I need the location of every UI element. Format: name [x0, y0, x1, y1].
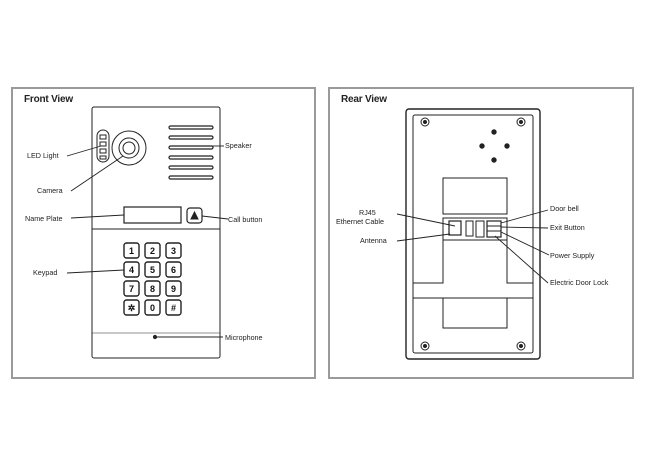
terminal-block [486, 220, 502, 238]
keypad-key[interactable]: 1 [123, 242, 140, 259]
mounting-holes [479, 129, 510, 163]
keypad-key-label: 9 [171, 284, 176, 294]
keypad-key[interactable]: 5 [144, 261, 161, 278]
keypad-key[interactable]: 4 [123, 261, 140, 278]
front-housing [91, 106, 221, 359]
keypad-key-label: 7 [129, 284, 134, 294]
label-ethernet-cable: Ethernet Cable [336, 217, 384, 226]
microphone-hole [152, 334, 158, 340]
rear-window [442, 177, 508, 215]
label-power-supply: Power Supply [550, 251, 595, 260]
label-keypad: Keypad [33, 268, 57, 277]
keypad-key[interactable]: 0 [144, 299, 161, 316]
label-electric-door-lock: Electric Door Lock [550, 278, 609, 287]
camera-lens-outer [111, 130, 147, 166]
keypad-key-label: 0 [150, 303, 155, 313]
keypad-key-label: 3 [171, 246, 176, 256]
label-door-bell: Door bell [550, 204, 579, 213]
label-speaker: Speaker [225, 141, 252, 150]
camera-lens-inner [122, 141, 136, 155]
lower-bracket [413, 239, 533, 284]
label-exit-button: Exit Button [550, 223, 585, 232]
keypad-key-frame [144, 299, 161, 316]
rear-view-panel: Rear View [328, 87, 634, 379]
keypad-key-frame [165, 299, 182, 316]
lower-plate [442, 297, 508, 329]
keypad-key[interactable]: 8 [144, 280, 161, 297]
label-rj45: RJ45 [359, 208, 376, 217]
keypad-key-frame [123, 242, 140, 259]
keypad-key-frame [165, 261, 182, 278]
rj45-port [448, 220, 462, 236]
keypad: 1 2 3 4 5 6 7 8 9 ✲ 0 # [123, 242, 182, 316]
rear-view-title: Rear View [341, 94, 387, 105]
label-name-plate: Name Plate [25, 214, 63, 223]
keypad-key[interactable]: # [165, 299, 182, 316]
keypad-key[interactable]: 9 [165, 280, 182, 297]
keypad-key-label: 6 [171, 265, 176, 275]
keypad-key-label: ✲ [128, 303, 136, 313]
keypad-key-frame [144, 242, 161, 259]
label-call-button: Call button [228, 215, 262, 224]
keypad-key[interactable]: 6 [165, 261, 182, 278]
corner-screws [420, 117, 526, 351]
label-antenna: Antenna [360, 236, 387, 245]
keypad-key[interactable]: 2 [144, 242, 161, 259]
keypad-key-frame [123, 299, 140, 316]
led-strip [96, 129, 110, 163]
keypad-key-label: 5 [150, 265, 155, 275]
label-camera: Camera [37, 186, 63, 195]
keypad-key[interactable]: 7 [123, 280, 140, 297]
keypad-key[interactable]: ✲ [123, 299, 140, 316]
keypad-key-label: 8 [150, 284, 155, 294]
call-button [186, 207, 203, 224]
keypad-key-frame [123, 261, 140, 278]
name-plate [123, 206, 182, 224]
speaker-grille [168, 125, 214, 180]
label-led-light: LED Light [27, 151, 59, 160]
rear-housing-outer [405, 108, 541, 360]
keypad-key-label: 4 [129, 265, 134, 275]
keypad-key[interactable]: 3 [165, 242, 182, 259]
keypad-key-label: 1 [129, 246, 134, 256]
keypad-key-frame [123, 280, 140, 297]
keypad-key-label: # [171, 303, 176, 313]
keypad-key-frame [165, 242, 182, 259]
keypad-key-frame [144, 280, 161, 297]
rear-housing-inner [412, 114, 534, 354]
keypad-key-label: 2 [150, 246, 155, 256]
label-microphone: Microphone [225, 333, 263, 342]
keypad-key-frame [144, 261, 161, 278]
keypad-key-frame [165, 280, 182, 297]
camera-lens-middle [118, 137, 140, 159]
front-view-title: Front View [24, 94, 73, 105]
front-view-panel: Front View [11, 87, 316, 379]
